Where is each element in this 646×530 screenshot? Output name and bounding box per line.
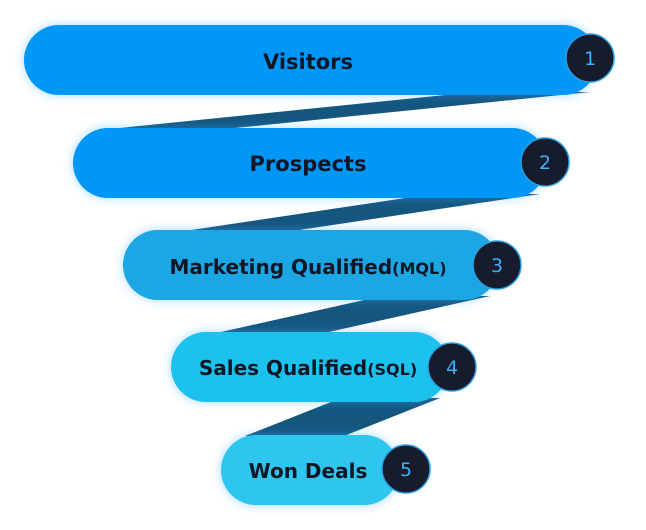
stage-number: 3 xyxy=(491,255,503,277)
stage-marketing-qualified: Marketing Qualified(MQL) 3 xyxy=(123,230,522,300)
stage-number: 2 xyxy=(539,152,551,174)
stage-pill xyxy=(123,230,499,300)
stage-number-badge xyxy=(427,342,477,392)
stage-number: 1 xyxy=(584,48,596,70)
stage-won-deals: Won Deals 5 xyxy=(221,435,431,505)
stage-label: Prospects xyxy=(250,152,367,176)
stage-number-badge xyxy=(565,33,615,83)
stage-number-badge xyxy=(381,444,431,494)
stage-visitors: Visitors 1 xyxy=(24,25,615,95)
stage-label: Marketing Qualified(MQL) xyxy=(169,255,446,279)
stage-label: Visitors xyxy=(263,50,353,74)
stage-pill xyxy=(73,128,547,198)
funnel-connectors xyxy=(120,92,590,436)
stage-label: Sales Qualified(SQL) xyxy=(199,356,417,380)
stage-label: Won Deals xyxy=(249,459,368,483)
connector-3-4 xyxy=(212,296,490,334)
stage-number-badge xyxy=(472,240,522,290)
stage-sales-qualified: Sales Qualified(SQL) 4 xyxy=(171,332,477,402)
stage-number-badge xyxy=(520,137,570,187)
stage-pill xyxy=(24,25,598,95)
stage-prospects: Prospects 2 xyxy=(73,128,570,198)
connector-2-3 xyxy=(178,194,540,232)
stage-pill xyxy=(171,332,449,402)
stage-number: 4 xyxy=(446,357,458,379)
connector-4-5 xyxy=(245,398,440,436)
connector-1-2 xyxy=(120,92,590,128)
stage-pill xyxy=(221,435,399,505)
stage-number: 5 xyxy=(400,459,412,481)
